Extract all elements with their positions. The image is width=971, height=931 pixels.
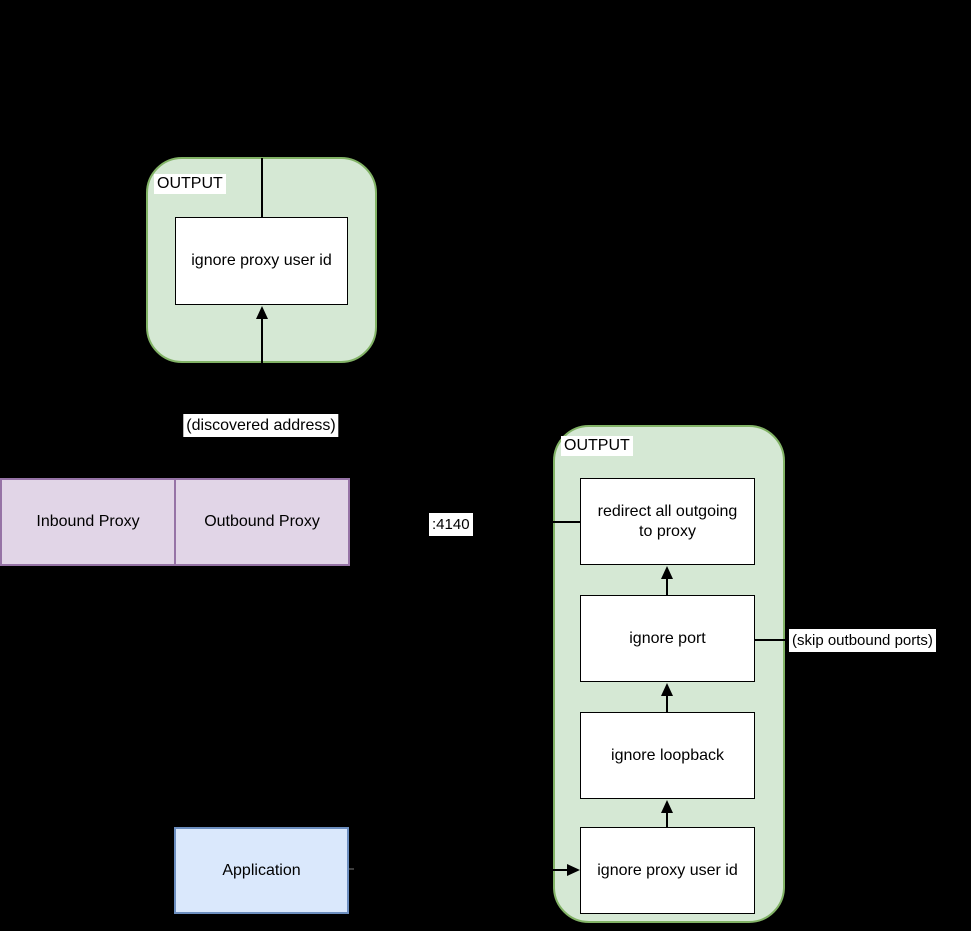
arrowhead-up-output-top: [256, 306, 268, 319]
output-group-top-title: OUTPUT: [154, 174, 226, 194]
edge-loopback-to-ignoreport: [666, 695, 668, 712]
edge-label-port-4140: :4140: [429, 513, 473, 536]
edge-tick-application: [349, 868, 354, 870]
edge-into-redirect: [549, 521, 580, 523]
proxy-row: Inbound Proxy Outbound Proxy: [0, 478, 350, 566]
node-ignore-loopback: ignore loopback: [580, 712, 755, 799]
arrowhead-ignoreport-to-redirect: [661, 566, 673, 579]
arrowhead-into-userid: [567, 864, 580, 876]
node-application: Application: [174, 827, 349, 914]
edge-into-output-top: [261, 158, 263, 218]
arrowhead-userid-to-loopback: [661, 800, 673, 813]
edge-into-userid: [551, 869, 569, 871]
edge-tick-discovered: [261, 410, 263, 416]
inbound-proxy-cell: Inbound Proxy: [2, 480, 176, 564]
node-ignore-proxy-user-id-right: ignore proxy user id: [580, 827, 755, 914]
edge-label-skip-outbound-ports: (skip outbound ports): [789, 629, 936, 652]
edge-userid-to-loopback: [666, 812, 668, 827]
node-redirect-all-outgoing-to-proxy: redirect all outgoing to proxy: [580, 478, 755, 565]
output-group-right-title: OUTPUT: [561, 436, 633, 456]
edge-label-discovered-address: (discovered address): [183, 414, 339, 437]
node-ignore-port: ignore port: [580, 595, 755, 682]
outbound-proxy-cell: Outbound Proxy: [204, 513, 320, 530]
arrowhead-loopback-to-ignoreport: [661, 683, 673, 696]
edge-out-skip-ports: [755, 639, 789, 641]
node-ignore-proxy-user-id-top: ignore proxy user id: [175, 217, 348, 305]
edge-ignoreport-to-redirect: [666, 578, 668, 595]
edge-up-output-top: [261, 318, 263, 363]
